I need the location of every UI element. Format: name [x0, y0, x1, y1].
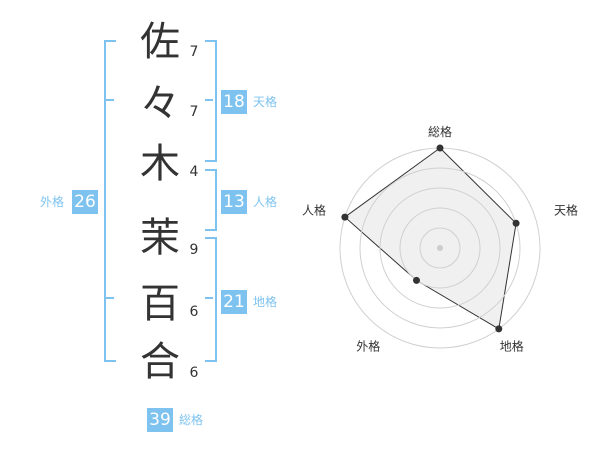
radar-value-shape: [344, 147, 517, 330]
radar-point-2: [512, 219, 520, 227]
chikaku-bracket: [205, 237, 217, 362]
gaikaku-bracket: [104, 40, 116, 362]
radar-axis-label-4: 外格: [356, 339, 380, 354]
radar-grid-ring: [359, 167, 521, 329]
radar-grid-ring: [419, 227, 461, 269]
gaikaku-value: 26: [72, 190, 98, 214]
stroke-count-6: 6: [189, 365, 199, 381]
radar-point-4: [412, 276, 420, 284]
tenkaku-bracket: [205, 40, 217, 162]
bracket-tick: [106, 297, 114, 299]
jinkaku-label: 人格: [253, 195, 278, 209]
tenkaku-value: 18: [221, 90, 247, 114]
name-char-5: 百: [140, 281, 180, 327]
radar-axis-label-5: 人格: [302, 202, 326, 217]
chikaku-label: 地格: [253, 295, 278, 309]
stroke-count-1: 7: [189, 44, 199, 60]
gaikaku-label: 外格: [40, 195, 65, 209]
radar-point-1: [436, 144, 444, 152]
bracket-tick: [205, 297, 213, 299]
jinkaku-bracket: [205, 169, 217, 231]
radar-axis-label-2: 天格: [554, 202, 578, 217]
stroke-count-2: 7: [189, 104, 199, 120]
radar-point-5: [341, 213, 349, 221]
stroke-count-5: 6: [189, 304, 199, 320]
radar-grid-ring: [379, 187, 501, 309]
name-char-3: 木: [140, 141, 180, 187]
stroke-count-3: 4: [189, 164, 199, 180]
radar-points: [341, 144, 521, 333]
name-char-4: 茉: [140, 215, 180, 261]
name-char-2: 々: [140, 81, 180, 127]
radar-grid-ring: [399, 207, 481, 289]
name-char-1: 佐: [140, 19, 180, 65]
bracket-tick: [106, 99, 114, 101]
jinkaku-value: 13: [221, 190, 247, 214]
tenkaku-label: 天格: [253, 95, 278, 109]
radar-axis-label-3: 地格: [500, 339, 524, 354]
bracket-tick: [205, 99, 213, 101]
radar-point-3: [495, 325, 503, 333]
chikaku-value: 21: [221, 290, 247, 314]
radar-center-dot: [437, 245, 443, 251]
stroke-count-4: 9: [189, 242, 199, 258]
soukaku-label: 総格: [179, 413, 204, 427]
name-char-6: 合: [140, 339, 180, 385]
radar-axis-label-1: 総格: [428, 124, 452, 139]
soukaku-value: 39: [147, 408, 173, 432]
